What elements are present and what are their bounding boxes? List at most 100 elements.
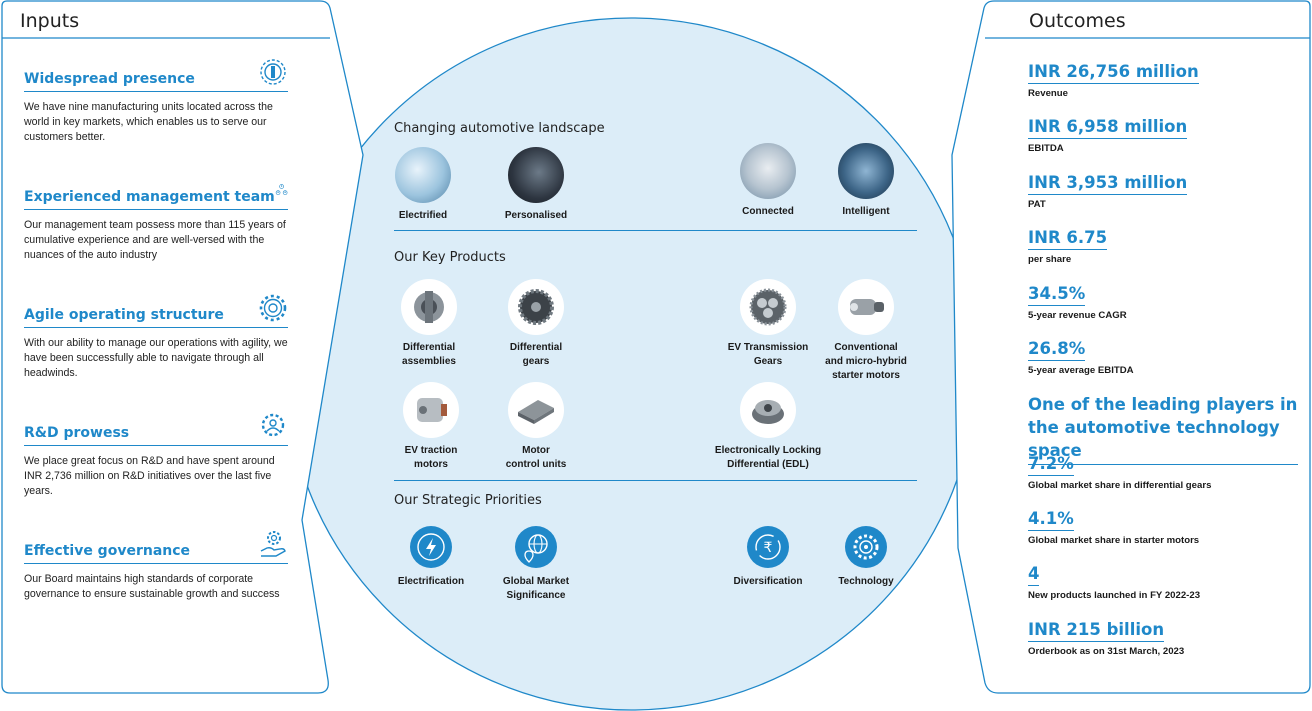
priority-label: Diversification bbox=[733, 576, 803, 587]
differential-gears-image bbox=[508, 279, 564, 335]
outcome-item: 7.2% Global market share in differential… bbox=[1028, 454, 1298, 491]
landscape-item: Electrified bbox=[363, 147, 483, 223]
lightning-icon bbox=[410, 526, 452, 568]
section-divider bbox=[394, 230, 917, 231]
outcome-value: INR 215 billion bbox=[1028, 620, 1165, 642]
input-description: We place great focus on R&D and have spe… bbox=[24, 455, 275, 497]
priorities-title: Our Strategic Priorities bbox=[394, 493, 542, 508]
svg-text:₹: ₹ bbox=[764, 540, 773, 556]
outcome-item: INR 6.75 per share bbox=[1028, 228, 1298, 265]
priority-label: Electrification bbox=[397, 576, 465, 587]
intelligent-image bbox=[838, 143, 894, 199]
outcome-label: Orderbook as on 31st March, 2023 bbox=[1028, 646, 1185, 657]
input-item: Widespread presence We have nine manufac… bbox=[24, 57, 288, 145]
outcome-value: 7.2% bbox=[1028, 454, 1074, 476]
outcome-value: One of the leading players in the automo… bbox=[1028, 393, 1298, 465]
landscape-item: Personalised bbox=[476, 147, 596, 223]
outcome-value: INR 26,756 million bbox=[1028, 62, 1199, 84]
input-title: Widespread presence bbox=[24, 71, 195, 87]
landscape-item: Intelligent bbox=[806, 143, 926, 219]
outcome-value: 34.5% bbox=[1028, 284, 1086, 306]
landscape-item: Connected bbox=[708, 143, 828, 219]
outcome-value: 4.1% bbox=[1028, 509, 1074, 531]
input-description: Our management team possess more than 11… bbox=[24, 219, 286, 261]
outcome-label: Revenue bbox=[1028, 88, 1068, 99]
electrified-image bbox=[395, 147, 451, 203]
input-title: R&D prowess bbox=[24, 425, 130, 441]
outcome-item: INR 6,958 million EBITDA bbox=[1028, 117, 1298, 154]
outcome-value: INR 6.75 bbox=[1028, 228, 1108, 250]
input-title: Effective governance bbox=[24, 543, 191, 559]
outcome-label: per share bbox=[1028, 254, 1072, 265]
outcome-label: Global market share in differential gear… bbox=[1028, 480, 1212, 491]
outcomes-title: Outcomes bbox=[1029, 10, 1126, 32]
outcome-item: 4.1% Global market share in starter moto… bbox=[1028, 509, 1298, 546]
input-item: R&D prowess We place great focus on R&D … bbox=[24, 411, 288, 499]
outcome-label: 5-year average EBITDA bbox=[1028, 365, 1134, 376]
hand-gear-icon bbox=[260, 531, 286, 557]
research-gear-icon bbox=[261, 413, 285, 437]
people-group-icon bbox=[275, 184, 288, 195]
outcome-item: 4 New products launched in FY 2022-23 bbox=[1028, 564, 1298, 601]
input-description: We have nine manufacturing units located… bbox=[24, 101, 273, 143]
landscape-label: Intelligent bbox=[842, 206, 890, 217]
input-item: Experienced management team Our manageme… bbox=[24, 175, 288, 263]
input-description: With our ability to manage our operation… bbox=[24, 337, 288, 379]
outcome-item: INR 3,953 million PAT bbox=[1028, 173, 1298, 210]
connected-image bbox=[740, 143, 796, 199]
outcome-value: INR 3,953 million bbox=[1028, 173, 1188, 195]
rupee-cycle-icon: ₹ bbox=[747, 526, 789, 568]
priority-item: Electrification bbox=[371, 525, 491, 589]
priority-item: ₹ Diversification bbox=[708, 525, 828, 589]
landscape-title: Changing automotive landscape bbox=[394, 121, 605, 136]
landscape-label: Electrified bbox=[398, 210, 448, 221]
gear-cog-icon bbox=[259, 294, 287, 322]
motor-control-units-image bbox=[508, 382, 564, 438]
personalised-image bbox=[508, 147, 564, 203]
input-description: Our Board maintains high standards of co… bbox=[24, 573, 280, 600]
input-item: Effective governance Our Board maintains… bbox=[24, 529, 288, 602]
landscape-label: Connected bbox=[742, 206, 794, 217]
priority-label: Technology bbox=[838, 576, 894, 587]
inputs-title: Inputs bbox=[20, 10, 80, 32]
tech-gear-icon bbox=[845, 526, 887, 568]
starter-motors-image bbox=[838, 279, 894, 335]
outcome-item: INR 215 billion Orderbook as on 31st Mar… bbox=[1028, 620, 1298, 657]
inputs-panel bbox=[1, 0, 364, 694]
edl-image bbox=[740, 382, 796, 438]
input-title: Agile operating structure bbox=[24, 307, 224, 323]
outcome-label: EBITDA bbox=[1028, 143, 1064, 154]
ev-transmission-gears-image bbox=[740, 279, 796, 335]
outcome-item: 26.8% 5-year average EBITDA bbox=[1028, 339, 1298, 376]
outcome-item: INR 26,756 million Revenue bbox=[1028, 62, 1298, 99]
outcome-value: 4 bbox=[1028, 564, 1040, 586]
section-divider bbox=[394, 480, 917, 481]
outcomes-panel bbox=[951, 0, 1311, 694]
outcome-label: New products launched in FY 2022-23 bbox=[1028, 590, 1201, 601]
products-title: Our Key Products bbox=[394, 250, 506, 265]
outcome-label: Global market share in starter motors bbox=[1028, 535, 1200, 546]
ev-traction-motors-image bbox=[403, 382, 459, 438]
outcome-item: 34.5% 5-year revenue CAGR bbox=[1028, 284, 1298, 321]
input-item: Agile operating structure With our abili… bbox=[24, 293, 288, 381]
priority-item: Technology bbox=[806, 525, 926, 589]
outcome-value: INR 6,958 million bbox=[1028, 117, 1188, 139]
differential-assemblies-image bbox=[401, 279, 457, 335]
wrench-gear-icon bbox=[260, 59, 286, 85]
globe-pin-icon bbox=[515, 526, 557, 568]
